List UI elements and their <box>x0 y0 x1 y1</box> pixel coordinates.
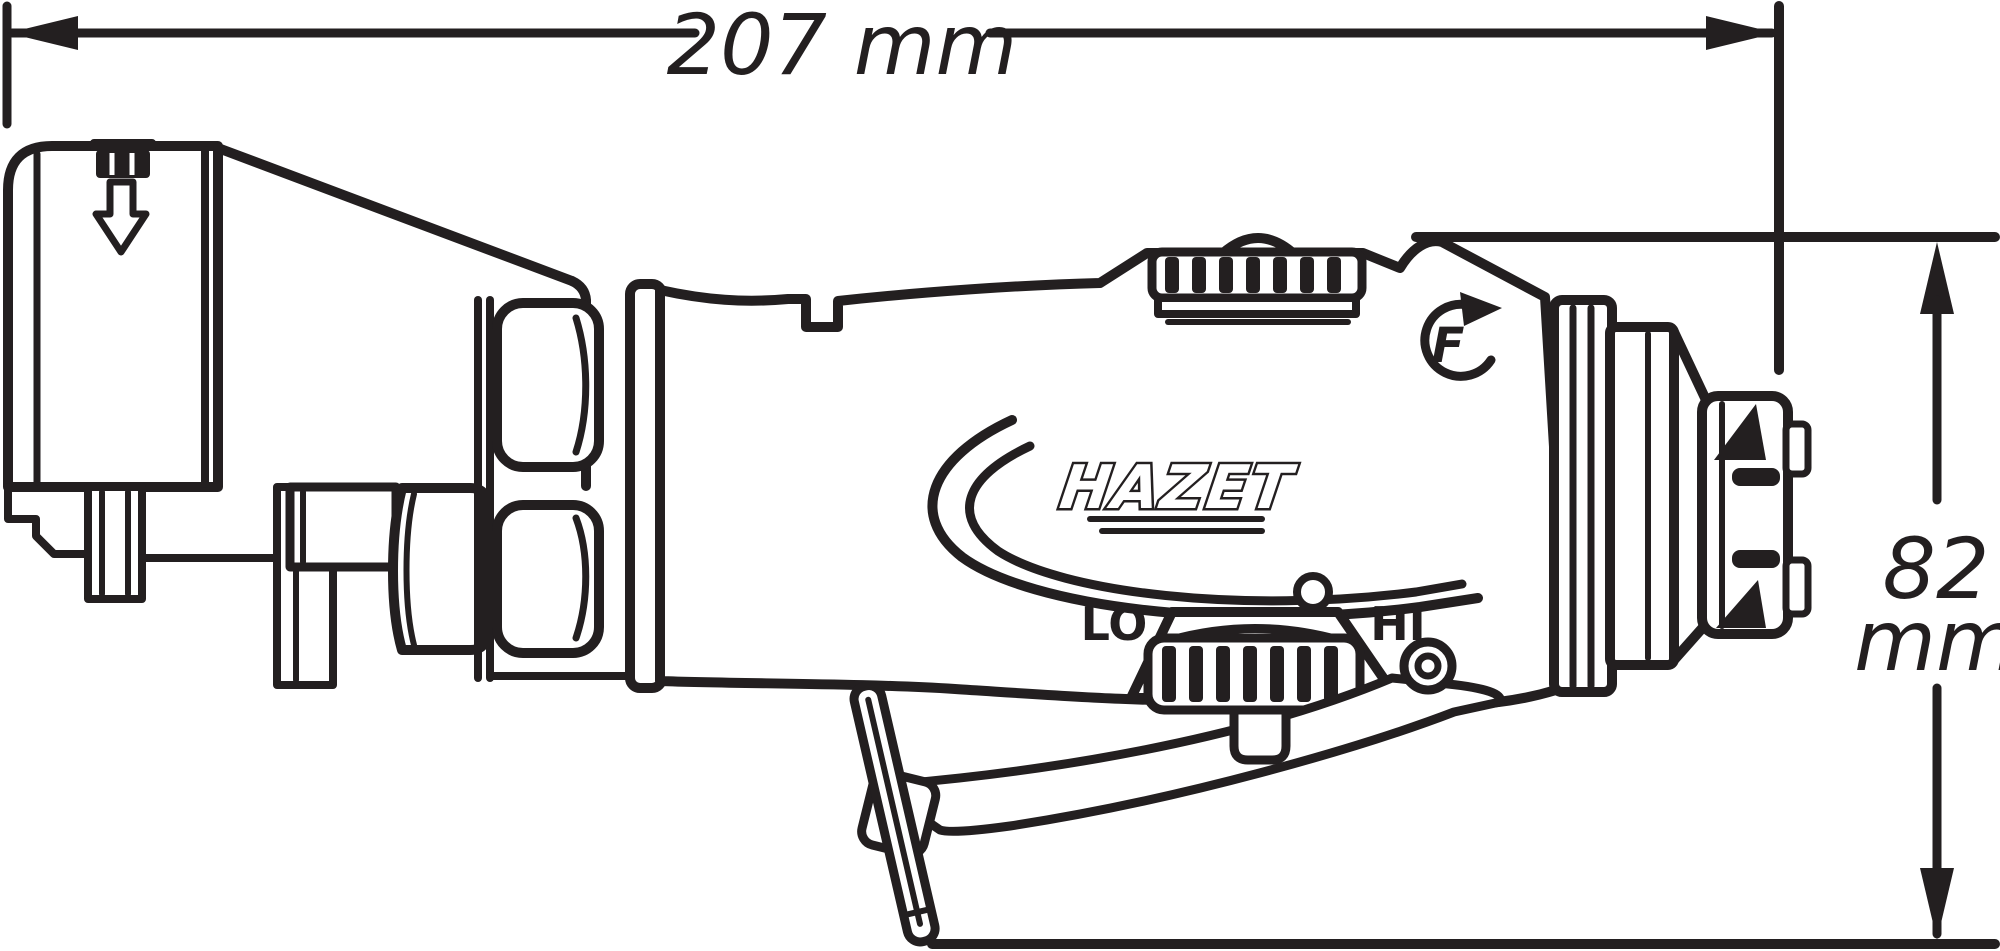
direction-label: F <box>1432 318 1465 374</box>
height-dimension-unit: mm <box>1854 592 2000 690</box>
indicator-port <box>1293 572 1333 612</box>
dial-stem <box>1229 705 1291 765</box>
air-tool-drawing: HAZET F LO HI <box>3 139 1812 947</box>
speed-regulator-dial: LO HI <box>1081 572 1426 715</box>
arrowhead-down <box>1920 868 1954 940</box>
safety-throttle-lever <box>849 637 1505 947</box>
width-dimension-label: 207 mm <box>667 0 1018 94</box>
arrowhead-up <box>1920 242 1954 314</box>
funnel-top-edge <box>213 143 577 286</box>
air-inlet-couplings <box>4 143 636 689</box>
arrowhead-left <box>8 16 78 50</box>
arrowhead-right <box>1706 16 1776 50</box>
filler-cap <box>90 139 156 178</box>
speed-low-label: LO <box>1081 597 1148 651</box>
spindle-clamp <box>1549 295 1812 697</box>
height-dimension: 82 mm <box>927 232 2000 949</box>
rotation-direction-icon: F <box>1420 292 1502 381</box>
brand-logo-text: HAZET <box>1056 453 1301 523</box>
exhaust-direction-arrow-icon <box>92 178 150 256</box>
width-dimension: 207 mm <box>2 0 1784 375</box>
silencer-box <box>3 139 223 492</box>
height-dimension-value: 82 <box>1883 520 1990 618</box>
top-regulator-dial <box>1147 233 1367 325</box>
